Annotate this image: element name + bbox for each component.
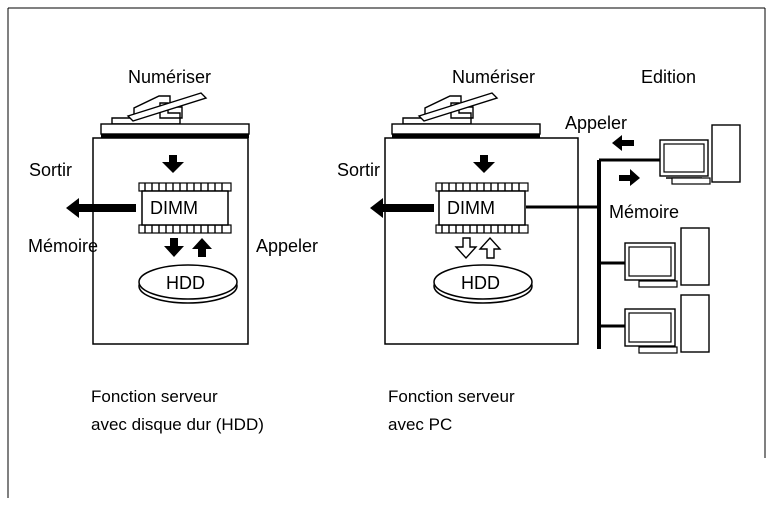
left-memory-label: Mémoire (28, 236, 98, 256)
left-caption-line1: Fonction serveur (91, 387, 218, 406)
right-caption-line1: Fonction serveur (388, 387, 515, 406)
left-output-arrow-icon (66, 198, 136, 218)
right-recall-network-arrow-icon (612, 135, 634, 151)
left-memory-arrow-icon (164, 238, 184, 257)
left-dimm-chip: DIMM (138, 182, 232, 234)
left-hdd-disk: HDD (138, 264, 238, 304)
right-scan-label: Numériser (452, 67, 535, 87)
right-output-label: Sortir (337, 160, 380, 180)
right-scan-arrow-icon (473, 155, 495, 173)
right-recall-arrow-icon (478, 236, 502, 259)
network-bus (526, 158, 660, 349)
right-scanner-icon (391, 92, 541, 138)
left-hdd-label: HDD (166, 273, 205, 293)
right-edit-label: Edition (641, 67, 696, 87)
left-recall-label: Appeler (256, 236, 318, 256)
right-recall-label: Appeler (565, 113, 627, 133)
right-dimm-label: DIMM (447, 198, 495, 218)
right-memory-network-arrow-icon (619, 169, 640, 186)
right-output-arrow-icon (370, 198, 434, 218)
right-caption-line2: avec PC (388, 415, 452, 434)
left-scanner-icon (100, 92, 250, 138)
pc-top-icon (659, 124, 741, 185)
left-scan-arrow-icon (162, 155, 184, 173)
right-memory-label: Mémoire (609, 202, 679, 222)
right-memory-arrow-icon (454, 237, 478, 260)
left-dimm-label: DIMM (150, 198, 198, 218)
right-hdd-disk: HDD (433, 264, 533, 304)
right-hdd-label: HDD (461, 273, 500, 293)
outer-frame (7, 7, 766, 498)
left-caption-line2: avec disque dur (HDD) (91, 415, 264, 434)
right-diagram: Numériser Edition DIMM Sortir (337, 67, 741, 434)
pc-bottom-icon (624, 294, 710, 354)
left-recall-arrow-icon (192, 238, 212, 257)
left-scan-label: Numériser (128, 67, 211, 87)
right-dimm-chip: DIMM (435, 182, 529, 234)
right-machine-body (384, 137, 579, 345)
pc-middle-icon (624, 227, 710, 288)
left-output-label: Sortir (29, 160, 72, 180)
left-diagram: Numériser DIMM Sortir Mé (28, 67, 318, 434)
